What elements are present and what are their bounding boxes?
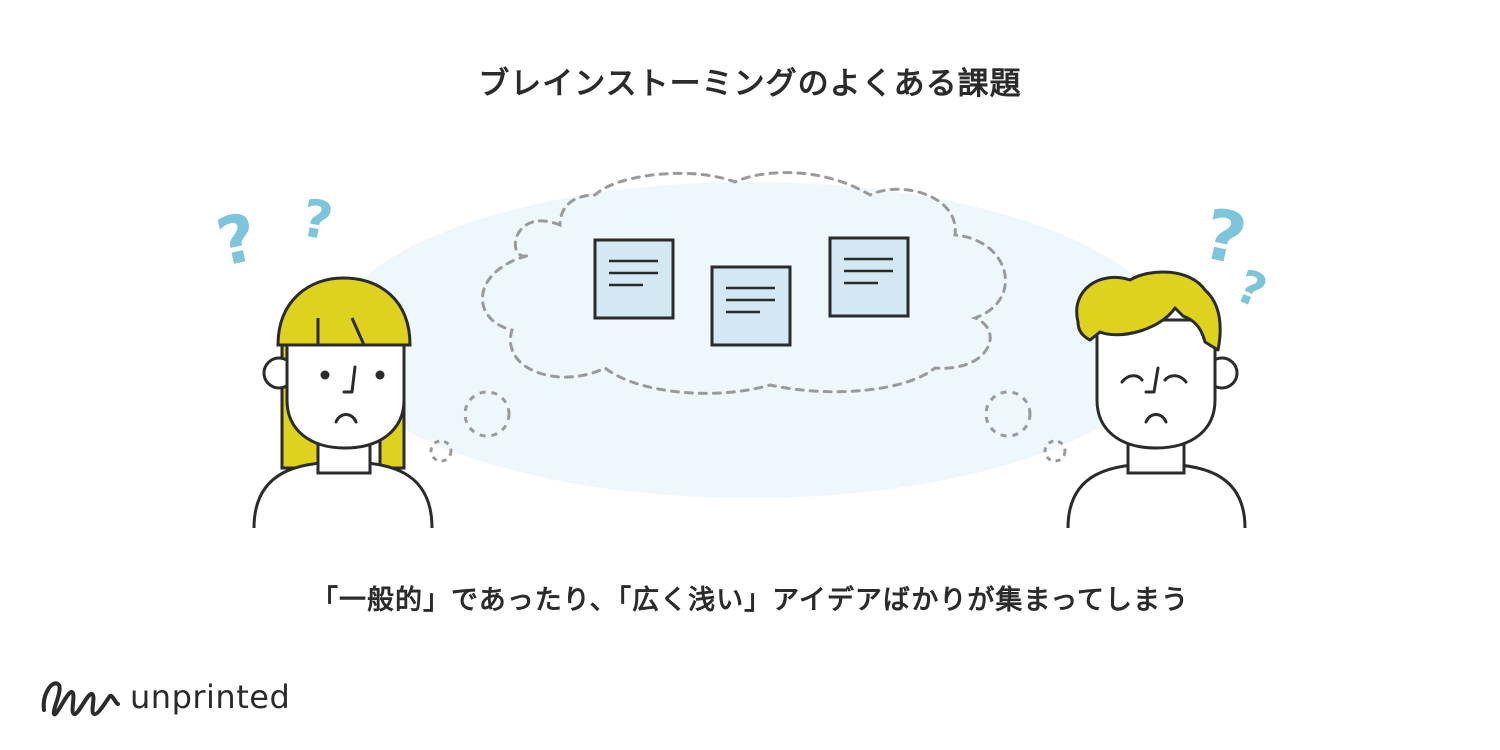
person-right — [1066, 270, 1247, 529]
person-left — [252, 276, 434, 529]
brand-name: unprinted — [130, 678, 291, 716]
sticky-note-icon — [593, 238, 675, 320]
thought-bubble-right-small — [1043, 439, 1067, 463]
hair-right — [1075, 270, 1222, 352]
page-title: ブレインストーミングのよくある課題 — [478, 66, 1022, 102]
thought-cloud — [480, 171, 1007, 395]
thought-bubble-left-large — [463, 390, 511, 438]
sticky-note-icon — [710, 265, 792, 347]
question-icon: ? — [297, 188, 337, 252]
caption: 「一般的」であったり、「広く浅い」アイデアばかりが集まってしまう — [311, 585, 1189, 616]
brand-logo: unprinted — [38, 674, 290, 720]
thought-bubble-right-large — [984, 390, 1032, 438]
unprinted-logo-icon — [41, 681, 120, 717]
thought-bubble-left-small — [429, 439, 453, 463]
sticky-note-icon — [828, 236, 910, 318]
question-icon: ? — [210, 198, 263, 281]
